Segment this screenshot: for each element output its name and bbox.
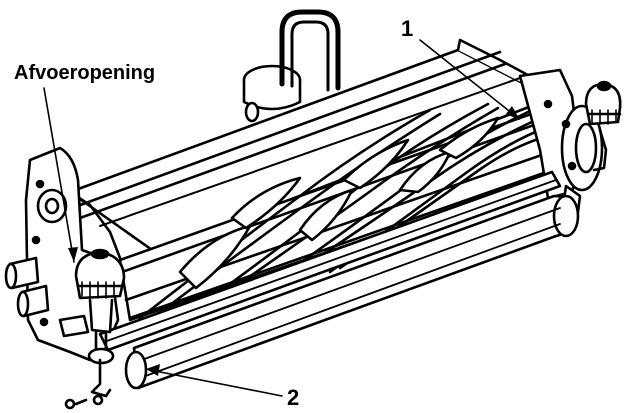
lifting-handle [242, 9, 341, 123]
callout-2-label: 2 [287, 385, 300, 410]
leader-2 [149, 369, 283, 397]
arrowhead-drain [68, 247, 78, 262]
front-roller [124, 194, 580, 390]
arrowhead-2 [146, 364, 160, 376]
reel-cylinder [118, 102, 562, 322]
right-side-plate [518, 68, 622, 216]
leader-drain-opening [43, 87, 75, 263]
callout-drain-opening-label: Afvoeropening [14, 62, 156, 84]
arrowhead-1 [506, 106, 520, 120]
left-adjust-knob [58, 248, 126, 410]
callout-leaders [43, 39, 520, 397]
leader-1 [419, 39, 519, 119]
callout-1-label: 1 [401, 16, 414, 41]
